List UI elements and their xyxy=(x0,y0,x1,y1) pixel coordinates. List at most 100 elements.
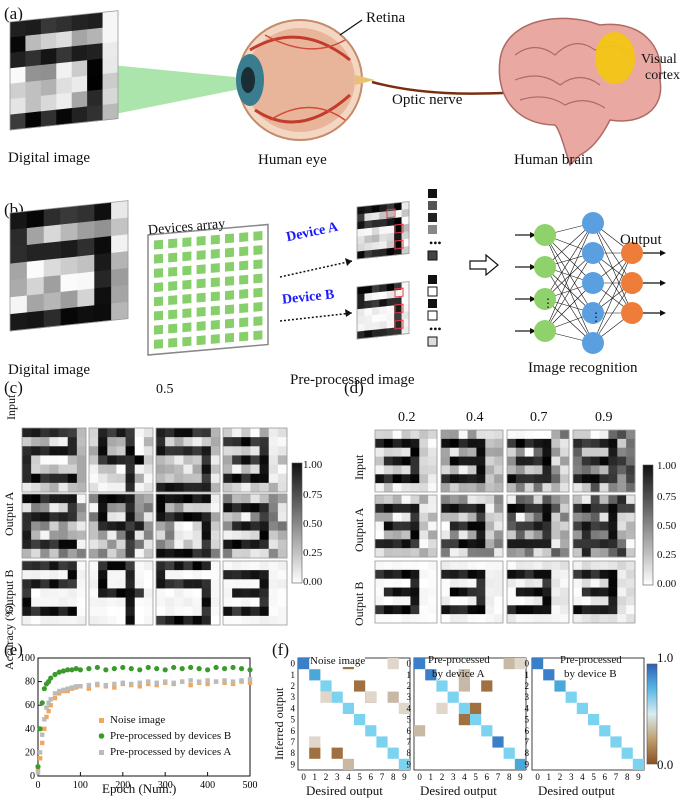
panel-d-col-1: 0.2 xyxy=(398,410,416,425)
e-ytick-label: 100 xyxy=(20,653,35,664)
e-xtick-label: 400 xyxy=(200,780,215,791)
hollow-arrow xyxy=(469,253,499,277)
f-ytick: 8 xyxy=(407,748,412,758)
f-xlabel-1: Desired output xyxy=(306,783,383,798)
e-point-a xyxy=(65,686,70,691)
e-ytick-label: 80 xyxy=(25,677,35,688)
e-point-b xyxy=(213,664,219,671)
f-xtick: 4 xyxy=(346,772,351,782)
f-off-cell xyxy=(458,680,470,692)
f-ytick: 5 xyxy=(407,715,412,725)
e-xlabel: Epoch (Num.) xyxy=(102,781,177,796)
preprocessed-image-b xyxy=(356,281,410,340)
panel-a-diagram xyxy=(9,10,662,167)
e-point-a xyxy=(112,681,117,687)
e-ytick-label: 0 xyxy=(30,771,35,782)
e-point-b xyxy=(171,664,177,671)
panel-label-e: (e) xyxy=(4,640,23,659)
e-point-b xyxy=(94,664,100,671)
e-ylabel: Accuracy (%) xyxy=(2,603,16,670)
label-human-eye: Human eye xyxy=(258,152,327,168)
e-point-b xyxy=(41,686,47,692)
f-title-2b: by device A xyxy=(432,668,485,680)
label-retina: Retina xyxy=(366,10,406,26)
e-point-a xyxy=(163,679,168,684)
f-xlabel-3: Desired output xyxy=(538,783,615,798)
e-point-a xyxy=(239,678,244,683)
f-ytick: 8 xyxy=(525,748,530,758)
e-point-a xyxy=(61,687,66,693)
e-point-b xyxy=(179,666,185,672)
e-point-b xyxy=(111,666,117,672)
f-ytick: 3 xyxy=(407,692,412,702)
e-point-b xyxy=(221,666,228,672)
e-point-noise xyxy=(112,685,117,690)
e-point-a xyxy=(44,705,49,710)
f-off-cell xyxy=(458,714,470,726)
panel-d-grid xyxy=(374,429,654,624)
legend-marker-noise xyxy=(99,718,104,723)
cbar-d-2: 0.75 xyxy=(657,491,677,503)
label-preprocessed-image: Pre-processed image xyxy=(290,372,415,388)
e-point-a xyxy=(48,697,53,702)
retina-pointer xyxy=(339,19,363,36)
f-off-cell xyxy=(387,658,399,670)
e-point-b xyxy=(120,664,126,671)
svg-text:⋮: ⋮ xyxy=(542,296,554,310)
f-diag-cell xyxy=(365,725,377,737)
f-xtick: 7 xyxy=(380,772,385,782)
f-ytick: 9 xyxy=(291,759,296,769)
e-point-a xyxy=(154,680,159,685)
f-xtick: 8 xyxy=(625,772,630,782)
e-point-b xyxy=(145,664,151,671)
f-diag-cell xyxy=(610,736,622,748)
f-ytick: 2 xyxy=(291,681,296,691)
f-xtick: 5 xyxy=(591,772,596,782)
e-point-b xyxy=(56,669,62,675)
e-point-noise xyxy=(188,682,193,688)
e-point-a xyxy=(57,688,62,694)
f-xtick: 0 xyxy=(301,772,306,782)
e-ytick-label: 60 xyxy=(25,700,35,711)
e-point-a xyxy=(222,678,227,683)
brain-illustration xyxy=(498,17,662,167)
e-point-b xyxy=(73,666,79,672)
f-ytick: 6 xyxy=(291,726,296,736)
f-diag-cell xyxy=(576,702,588,714)
cbar-c-1: 1.00 xyxy=(303,459,323,471)
f-xtick: 3 xyxy=(335,772,340,782)
f-ytick: 9 xyxy=(525,759,530,769)
legend-noise: Noise image xyxy=(110,714,166,726)
e-point-b xyxy=(137,667,143,673)
confusion-matrices: 0011223344556677889900112233445566778899… xyxy=(291,657,658,782)
legend-device-b: Pre-processed by devices B xyxy=(110,730,232,742)
f-diag-cell xyxy=(398,758,410,770)
f-off-cell xyxy=(414,725,426,737)
f-title-3a: Pre-processed xyxy=(560,654,622,666)
e-point-noise xyxy=(247,680,253,685)
e-xtick-label: 100 xyxy=(73,780,88,791)
f-diag-cell xyxy=(320,680,332,692)
e-point-a xyxy=(205,678,210,683)
f-xtick: 6 xyxy=(485,772,490,782)
f-off-cell xyxy=(365,691,377,703)
f-title-3b: by device B xyxy=(564,668,617,680)
f-xtick: 2 xyxy=(324,772,329,782)
label-optic-nerve: Optic nerve xyxy=(392,92,463,108)
label-visual-cortex-line1: Visual xyxy=(641,52,677,67)
label-digital-image-a: Digital image xyxy=(8,150,91,166)
e-point-a xyxy=(188,678,193,683)
e-ytick-label: 20 xyxy=(25,747,35,758)
neural-network: ⋮⋮ xyxy=(515,212,666,354)
f-ytick: 4 xyxy=(291,703,296,713)
e-point-a xyxy=(86,682,92,688)
f-diag-cell xyxy=(387,747,399,759)
f-diag-cell xyxy=(503,747,515,759)
panel-d-col-3: 0.7 xyxy=(530,410,548,425)
panel-b-diagram: ••• ••• ⋮⋮ xyxy=(9,189,666,356)
devices-array xyxy=(147,223,269,356)
label-image-recognition: Image recognition xyxy=(528,360,638,376)
e-xtick-label: 0 xyxy=(36,780,41,791)
panel-label-c: (c) xyxy=(4,378,23,397)
f-ytick: 9 xyxy=(407,759,412,769)
